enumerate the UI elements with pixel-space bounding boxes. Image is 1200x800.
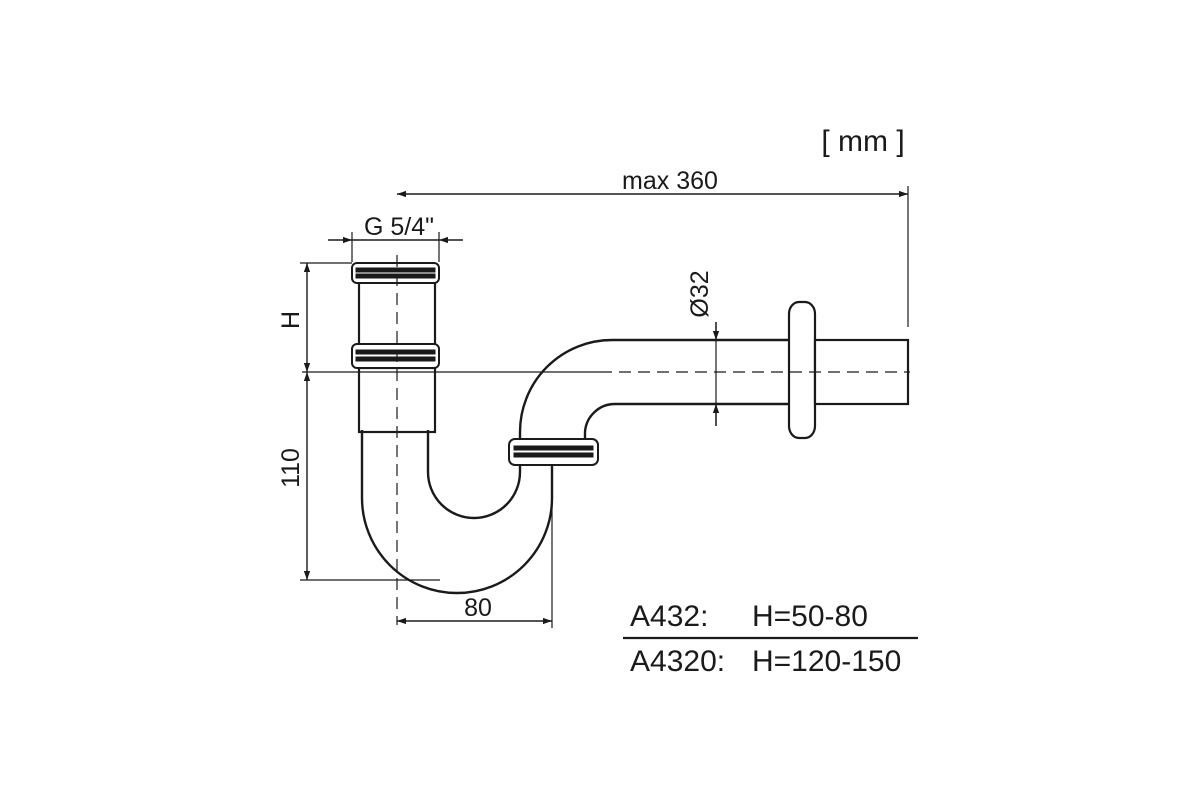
middle-nut <box>351 343 440 369</box>
dim-max-360-label: max 360 <box>622 167 718 195</box>
top-nut <box>351 262 440 284</box>
spec-row-2-model: A4320: <box>630 645 725 678</box>
bend-coupling-nut <box>508 438 599 466</box>
dim-h-label: H <box>277 311 305 329</box>
spec-table: A432: H=50-80 A4320: H=120-150 <box>623 600 918 678</box>
dim-80-label: 80 <box>464 594 492 622</box>
outlet-elbow-outer <box>518 338 790 440</box>
dim-diameter-label: Ø32 <box>686 270 714 317</box>
wall-rosette <box>787 300 817 440</box>
dim-thread-label: G 5/4" <box>364 213 434 241</box>
dim-110-label: 110 <box>277 448 305 488</box>
spec-row-1-model: A432: <box>630 600 708 633</box>
outlet-elbow-inner <box>583 402 790 440</box>
siphon-body <box>351 262 910 595</box>
u-bend-inner <box>426 430 522 520</box>
u-bend-outer <box>360 430 554 595</box>
spec-row-2-value: H=120-150 <box>752 645 901 678</box>
units-label: [ mm ] <box>821 125 904 158</box>
spec-row-1-value: H=50-80 <box>752 600 868 633</box>
